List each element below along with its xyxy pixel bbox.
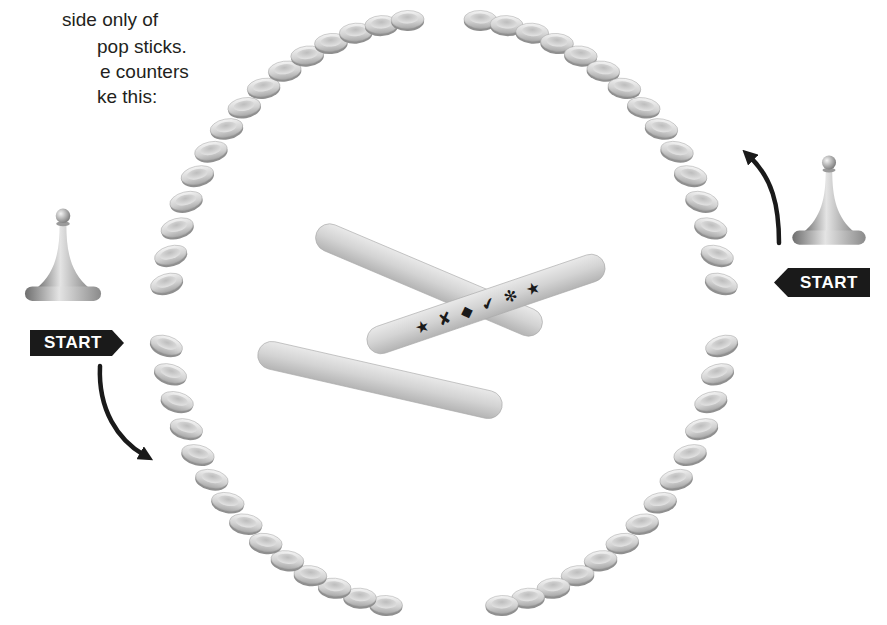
counter-disc (168, 416, 205, 444)
instruction-text: side only of (62, 9, 158, 31)
symbol-row: ★ ✘ ◆ ✔ ✻ ★ (413, 278, 543, 338)
start-tag: START (30, 330, 124, 356)
counter-disc (158, 388, 195, 416)
counter-disc (193, 467, 229, 494)
counter-disc (248, 531, 284, 556)
start-tag: START (774, 268, 870, 297)
counter-disc (683, 416, 720, 444)
counter-disc (148, 270, 186, 299)
counter-disc (692, 215, 729, 243)
counter-disc (209, 116, 245, 142)
counter-disc (179, 163, 216, 190)
counter-disc (606, 76, 642, 101)
counter-disc (702, 270, 740, 299)
counter-disc (147, 332, 185, 361)
direction-arrow (100, 366, 144, 455)
pawn-piece (792, 156, 865, 245)
counter-disc (626, 95, 662, 121)
counter-disc (159, 215, 196, 243)
counter-disc (672, 442, 709, 469)
pop-stick (311, 219, 547, 340)
counter-ring (147, 10, 740, 617)
counter-disc (168, 188, 205, 216)
pawn-piece (25, 209, 101, 301)
counter-disc (643, 116, 679, 142)
counter-disc (152, 360, 189, 389)
pop-stick (363, 250, 609, 357)
counter-disc (659, 139, 695, 166)
counter-disc (485, 595, 519, 617)
counter-disc (391, 10, 425, 31)
instruction-text: pop sticks. (97, 36, 187, 58)
counter-disc (228, 512, 264, 538)
counter-disc (624, 512, 660, 538)
counter-disc (642, 490, 678, 516)
counter-disc (672, 163, 709, 190)
counter-disc (683, 188, 720, 216)
start-label: START (800, 273, 870, 293)
counter-disc (698, 242, 735, 271)
instruction-text: e counters (100, 61, 189, 83)
pop-sticks (255, 219, 609, 421)
counter-disc (658, 467, 694, 494)
counter-disc (692, 388, 729, 416)
direction-arrow (750, 157, 779, 243)
counter-disc (152, 242, 189, 271)
instruction-text: ke this: (97, 86, 157, 108)
counter-disc (193, 139, 229, 166)
counter-disc (703, 332, 741, 361)
counter-disc (226, 95, 262, 121)
start-label: START (44, 333, 124, 353)
counter-disc (179, 442, 216, 469)
counter-disc (210, 490, 246, 516)
counter-disc (699, 360, 736, 389)
